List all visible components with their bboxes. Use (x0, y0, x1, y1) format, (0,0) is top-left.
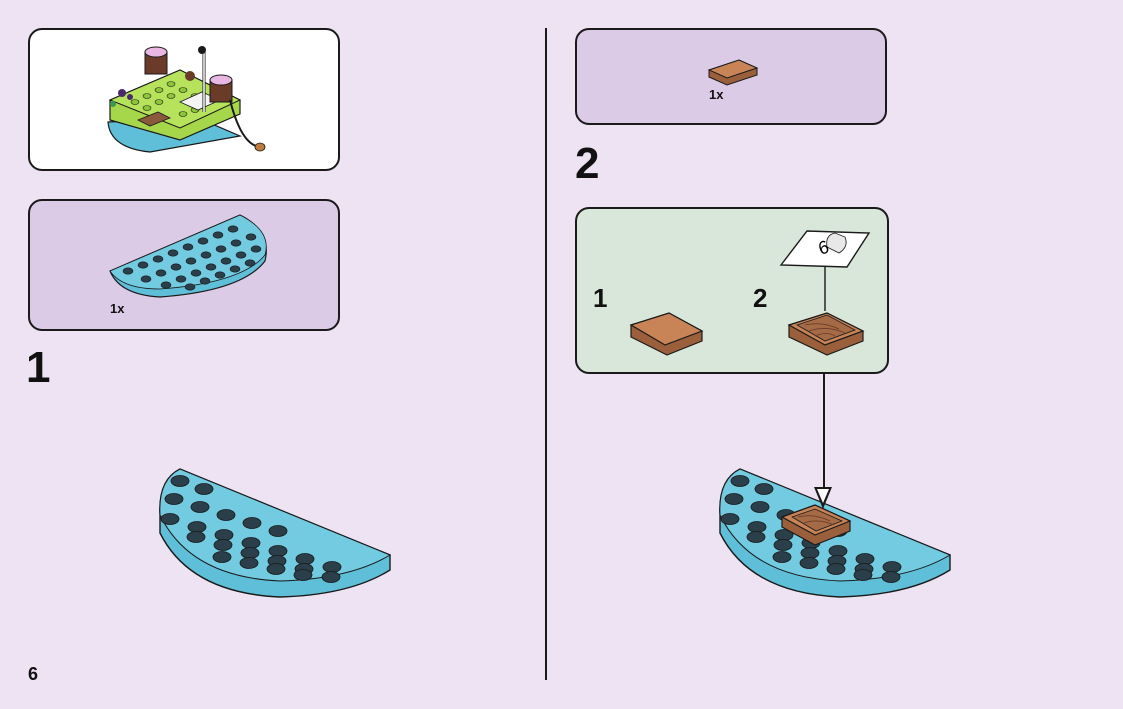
stud (186, 531, 206, 543)
stud (882, 561, 902, 573)
stud (240, 547, 260, 559)
stud (220, 257, 232, 265)
stud (215, 245, 227, 253)
stud (200, 251, 212, 259)
stud (245, 233, 257, 241)
parts-callout-step-2: 1x (575, 28, 887, 125)
stud (140, 275, 152, 283)
step-1-half-round-plate-illustration (159, 468, 392, 598)
half-round-plate-part-icon (109, 214, 267, 298)
stud (799, 557, 819, 569)
stud (747, 521, 767, 533)
stud (205, 263, 217, 271)
stud (229, 265, 241, 273)
stud (826, 563, 846, 575)
stud (881, 571, 901, 583)
stud (239, 557, 259, 569)
stud (190, 501, 210, 513)
stud (197, 237, 209, 245)
stud (160, 513, 180, 525)
stud (800, 547, 820, 559)
stud (214, 529, 234, 541)
stud (230, 239, 242, 247)
stud (227, 225, 239, 233)
stud (152, 255, 164, 263)
stud (853, 569, 873, 581)
model-preview-illustration (107, 46, 266, 153)
stud (194, 483, 214, 495)
stud (155, 269, 167, 277)
stud (122, 267, 134, 275)
sub-step-number: 1 (593, 283, 608, 313)
stud (754, 483, 774, 495)
stud (250, 245, 262, 253)
parts-callout-step-1: 1x (28, 199, 340, 331)
stud (187, 521, 207, 533)
subassembly-illustration: 6 (629, 230, 871, 356)
stud (182, 243, 194, 251)
brown-tile-part-icon (707, 59, 759, 86)
model-preview-box (28, 28, 340, 171)
stud (293, 569, 313, 581)
stud (212, 551, 232, 563)
stud (268, 545, 288, 557)
stud (170, 263, 182, 271)
step-2-assembly-illustration (719, 468, 952, 598)
stud (724, 493, 744, 505)
column-divider (545, 28, 547, 680)
stud (167, 249, 179, 257)
stud (772, 551, 792, 563)
stud (170, 475, 190, 487)
stud (750, 501, 770, 513)
stud (199, 277, 211, 285)
stud (184, 283, 196, 291)
page-number: 6 (28, 664, 39, 684)
part-quantity: 1x (709, 87, 724, 102)
step-number: 1 (26, 343, 51, 392)
stud (185, 257, 197, 265)
stud (190, 269, 202, 277)
stud (730, 475, 750, 487)
connector-line (823, 374, 825, 492)
part-quantity: 1x (110, 301, 125, 316)
stud (212, 231, 224, 239)
stud (241, 537, 261, 549)
stud (175, 275, 187, 283)
stud (214, 271, 226, 279)
stud (235, 251, 247, 259)
stud (322, 561, 342, 573)
stud (773, 539, 793, 551)
stud (321, 571, 341, 583)
stud (216, 509, 236, 521)
stud (137, 261, 149, 269)
stud (855, 553, 875, 565)
sticker-subassembly-callout: 1 2 6 (575, 207, 889, 374)
stud (160, 281, 172, 289)
stud (213, 539, 233, 551)
stud (295, 553, 315, 565)
sub-step-number: 2 (753, 283, 768, 313)
stud (164, 493, 184, 505)
stud (266, 563, 286, 575)
step-number: 2 (575, 139, 600, 188)
stud (268, 525, 288, 537)
stud (242, 517, 262, 529)
stud (244, 259, 256, 267)
stud (720, 513, 740, 525)
stud (828, 545, 848, 557)
stud (746, 531, 766, 543)
